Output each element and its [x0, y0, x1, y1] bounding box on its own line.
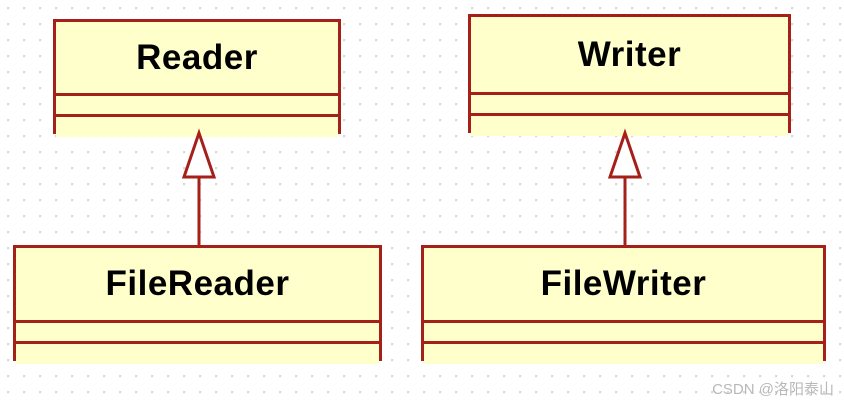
uml-class-name-writer: Writer	[577, 34, 682, 74]
uml-class-filereader[interactable]: FileReader	[13, 245, 382, 364]
generalization-filereader-to-reader[interactable]	[176, 128, 222, 247]
uml-operations-compartment-filewriter	[424, 341, 823, 364]
uml-operations-compartment-reader	[56, 114, 338, 137]
uml-class-name-filereader: FileReader	[105, 264, 290, 303]
generalization-filewriter-to-writer[interactable]	[602, 128, 648, 247]
hollow-triangle-arrowhead-icon	[607, 128, 643, 179]
hollow-triangle-arrowhead-icon	[181, 128, 217, 179]
uml-attributes-compartment-filewriter	[424, 320, 823, 341]
watermark-text: CSDN @洛阳泰山	[712, 381, 834, 398]
uml-operations-compartment-writer	[471, 113, 788, 136]
uml-operations-compartment-filereader	[16, 341, 379, 364]
uml-attributes-compartment-filereader	[16, 320, 379, 341]
uml-class-filewriter[interactable]: FileWriter	[421, 245, 826, 364]
uml-class-writer[interactable]: Writer	[468, 14, 791, 136]
uml-class-reader[interactable]: Reader	[53, 19, 341, 137]
uml-attributes-compartment-writer	[471, 92, 788, 113]
uml-class-name-filewriter: FileWriter	[540, 264, 707, 303]
uml-class-name-reader: Reader	[136, 37, 258, 77]
uml-attributes-compartment-reader	[56, 93, 338, 114]
